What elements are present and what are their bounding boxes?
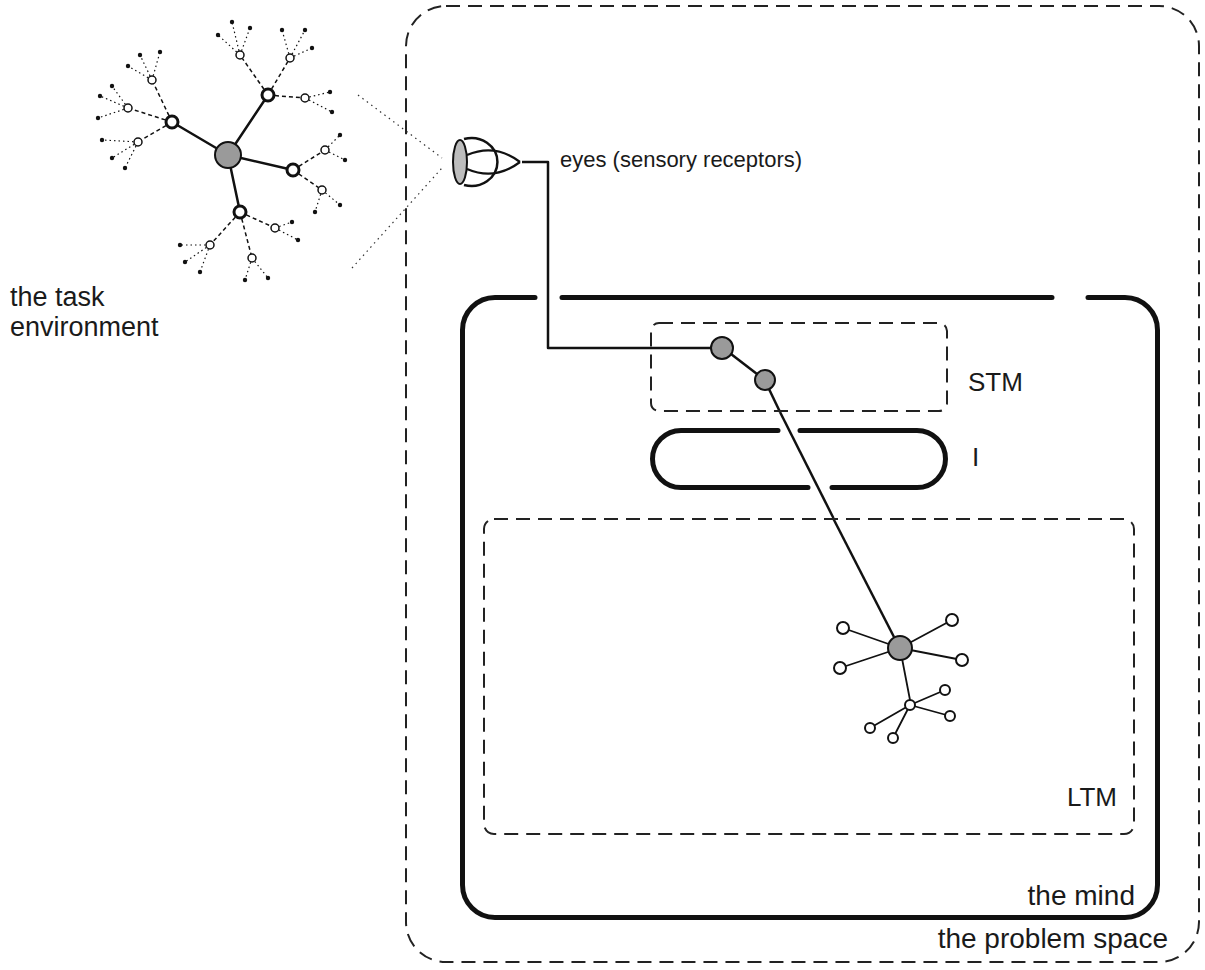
node-label: I [972, 443, 979, 473]
node-outline [483, 518, 1135, 835]
eye-receptor: eyes (sensory receptors) [440, 133, 522, 191]
mind-boundary: STM I LTM the mind [460, 295, 1160, 920]
dashed-border [484, 519, 1134, 834]
node-label: eyes (sensory receptors) [560, 147, 802, 172]
node-outline [650, 428, 948, 490]
region-label: the task environment [10, 283, 190, 342]
stm-box: STM [650, 322, 948, 412]
node-label: the problem space [938, 923, 1168, 955]
node-outline [440, 133, 522, 191]
node-label: the mind [1028, 880, 1135, 912]
problem-space-region: eyes (sensory receptors) STM I LTM the mind t… [405, 5, 1200, 963]
optic-lines [467, 150, 520, 173]
connector-line [522, 162, 650, 348]
ltm-tree [834, 614, 968, 743]
pill-border [653, 431, 946, 488]
node-label: LTM [1067, 783, 1117, 813]
interpreter-pill: I [650, 428, 948, 490]
eye-lens [453, 140, 467, 184]
eyeball [464, 138, 497, 186]
node-label: STM [968, 368, 1023, 398]
node-outline [460, 295, 1160, 920]
memory-wire [650, 348, 894, 637]
dashed-border [651, 323, 947, 411]
node-outline [405, 5, 1200, 963]
sight-lines [352, 95, 442, 268]
ltm-box: LTM [483, 518, 1135, 835]
task-tree [96, 20, 347, 282]
stm-chunks [711, 337, 775, 390]
node-outline [650, 322, 948, 412]
connector-line [780, 412, 833, 518]
mind-border [463, 298, 1158, 918]
dashed-border [406, 6, 1199, 962]
